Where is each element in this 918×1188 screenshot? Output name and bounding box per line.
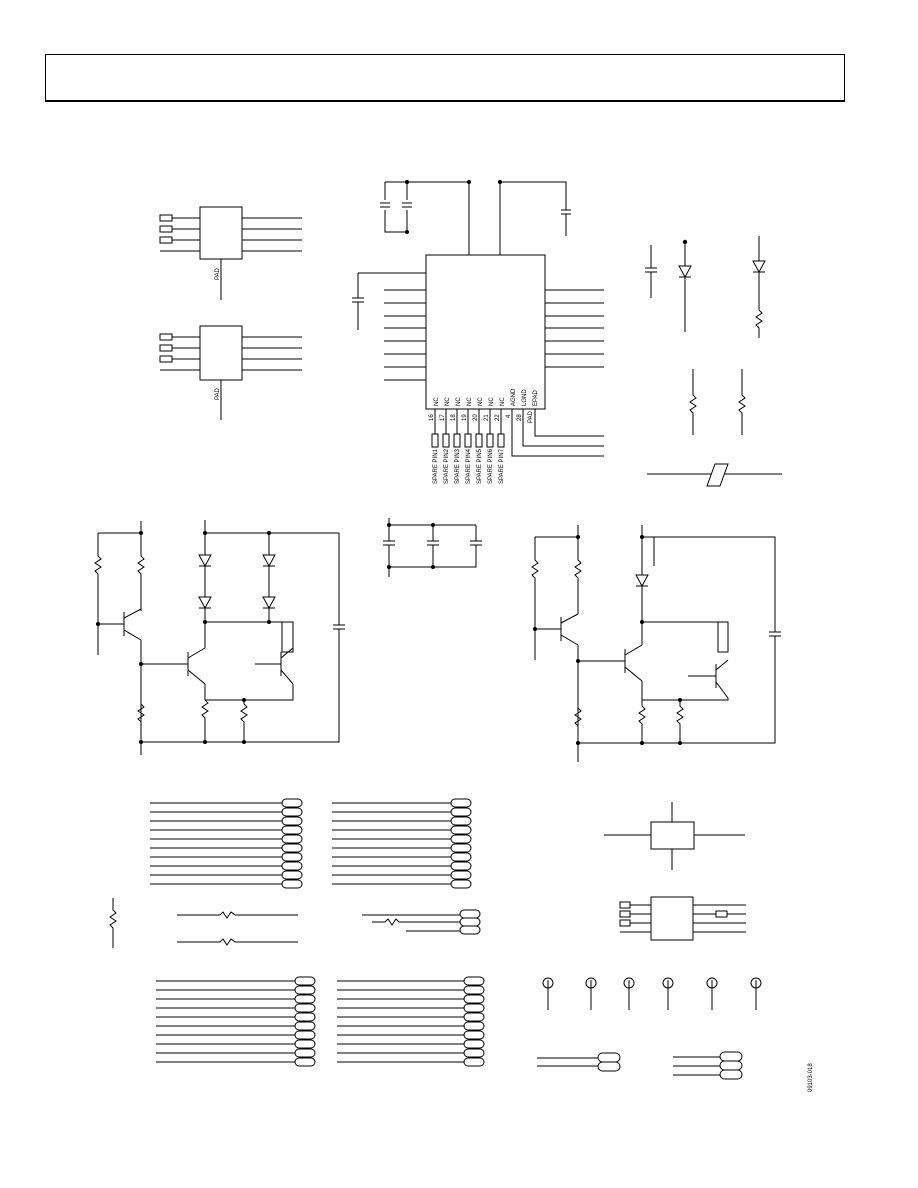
connector-pin	[281, 879, 303, 889]
u1-pin-name-18: NC	[456, 397, 462, 406]
connector-pin	[463, 976, 485, 986]
cross-component	[604, 802, 745, 870]
two-pin-connector	[537, 1052, 621, 1072]
series-resistor-links	[177, 911, 298, 946]
u1-pin-number-19: 19	[462, 414, 468, 421]
connector-pin	[463, 994, 485, 1004]
connector-pin	[281, 861, 303, 871]
u1-pin-name-epad: EPAD	[533, 389, 539, 406]
spare-pin-connectors	[431, 409, 604, 457]
connector-pin	[281, 807, 303, 817]
spare-pin-label-3: SPARE PIN3	[455, 448, 461, 484]
connector-pin	[463, 1048, 485, 1058]
spare-pin-label-2: SPARE PIN2	[444, 448, 450, 484]
connector-pin	[294, 1057, 316, 1067]
u1-pin-number-20: 20	[473, 414, 479, 421]
u1-pin-names: NC NC NC NC NC NC NC AGND LGND EPAD	[434, 388, 539, 406]
u1-pin-number-16: 16	[429, 414, 435, 421]
u1-pin-number-17: 17	[440, 414, 446, 421]
connector-pin	[450, 816, 472, 826]
connector-bank-top-right	[332, 798, 472, 889]
u1-pin-number-pad: PAD	[528, 410, 534, 423]
connector-pin	[463, 1030, 485, 1040]
connector-pin	[450, 798, 472, 808]
u1-pin-numbers: 16 17 18 19 20 21 22 4 28 PAD	[429, 410, 534, 423]
connector-bank-top-left	[150, 798, 303, 889]
connector-pin	[294, 976, 316, 986]
spare-pin-label-5: SPARE PIN5	[477, 448, 483, 484]
u1-pin-name-20: NC	[478, 397, 484, 406]
connector-pin	[463, 1057, 485, 1067]
connector-pin	[450, 852, 472, 862]
connector-pin	[281, 843, 303, 853]
connector-pin	[294, 985, 316, 995]
main-ic-u1	[352, 180, 604, 410]
led-indicator-section	[645, 236, 766, 338]
small-ic-bottom: PAD	[159, 325, 302, 420]
u1-pin-name-agnd: AGND	[511, 388, 517, 406]
small-ic-bottom-pad-label: PAD	[215, 387, 221, 400]
left-driver-circuit	[94, 520, 345, 755]
u1-pin-name-21: NC	[489, 397, 495, 406]
connector-pin	[463, 985, 485, 995]
connector-pin	[463, 1039, 485, 1049]
u1-pin-number-22: 22	[495, 414, 501, 421]
connector-pin	[294, 1003, 316, 1013]
figure-code: 09103-018	[808, 1063, 814, 1092]
connector-pin	[463, 1021, 485, 1031]
u1-pin-name-lgnd: LGND	[522, 389, 528, 406]
connector-rows	[150, 798, 485, 1067]
ground-link-symbol	[647, 463, 782, 487]
connector-pin	[294, 1030, 316, 1040]
spare-pin-label-4: SPARE PIN4	[466, 448, 472, 484]
connector-pin	[294, 1039, 316, 1049]
connector-pin	[281, 870, 303, 880]
small-ic-top-pad-label: PAD	[215, 267, 221, 280]
connector-bank-bottom-left	[156, 976, 316, 1067]
connector-pin	[450, 861, 472, 871]
connector-pin	[450, 834, 472, 844]
u1-pin-number-21: 21	[484, 414, 490, 421]
connector-pin	[450, 807, 472, 817]
connector-pin	[281, 834, 303, 844]
connector-pin	[281, 816, 303, 826]
spare-pin-label-1: SPARE PIN1	[433, 448, 439, 484]
u1-pin-number-4: 4	[506, 414, 512, 418]
page-header-frame	[45, 54, 845, 102]
connector-pin	[450, 825, 472, 835]
u1-pin-name-16: NC	[434, 397, 440, 406]
capacitor-bank	[383, 518, 482, 577]
small-ic-right	[619, 896, 746, 941]
spare-pin-labels: SPARE PIN1 SPARE PIN2 SPARE PIN3 SPARE P…	[433, 448, 505, 484]
pull-resistors	[689, 369, 746, 435]
connector-pin	[281, 825, 303, 835]
connector-pin	[450, 870, 472, 880]
connector-pin	[450, 843, 472, 853]
connector-pin	[450, 879, 472, 889]
spare-pin-label-7: SPARE PIN7	[499, 448, 505, 484]
connector-pin	[281, 798, 303, 808]
spare-pin-label-6: SPARE PIN6	[488, 448, 494, 484]
connector-pin	[294, 994, 316, 1004]
right-driver-circuit	[531, 525, 781, 762]
connector-pin	[294, 1048, 316, 1058]
standalone-resistor	[109, 898, 117, 948]
connector-pin	[294, 1021, 316, 1031]
connector-pin	[294, 1012, 316, 1022]
u1-pin-number-18: 18	[451, 414, 457, 421]
connector-pin	[281, 852, 303, 862]
connector-bank-bottom-right	[337, 976, 485, 1067]
small-ic-top: PAD	[159, 206, 302, 300]
u1-pin-name-19: NC	[467, 397, 473, 406]
connector-pin	[463, 1012, 485, 1022]
u1-pin-number-28: 28	[517, 414, 523, 421]
u1-pin-name-17: NC	[445, 397, 451, 406]
test-points	[542, 977, 762, 1010]
small-series-connector	[362, 909, 481, 935]
four-pin-connector	[673, 1051, 743, 1080]
connector-pin	[463, 1003, 485, 1013]
u1-pin-name-22: NC	[500, 397, 506, 406]
